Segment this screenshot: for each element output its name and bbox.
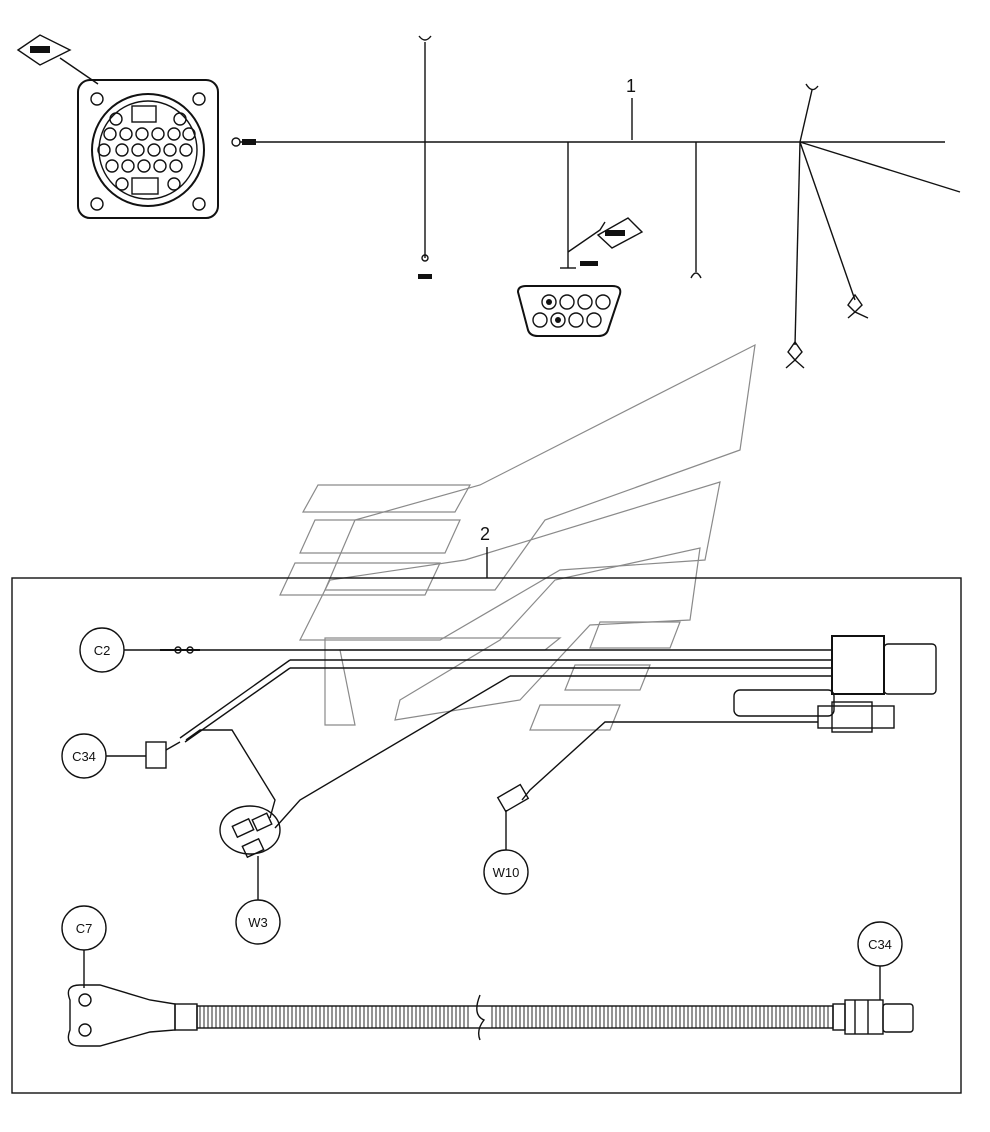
dsub-connector bbox=[516, 285, 622, 337]
svg-text:W3: W3 bbox=[248, 915, 268, 930]
callout-c34-lower: C34 bbox=[857, 921, 903, 967]
callout-c7: C7 bbox=[61, 905, 107, 988]
callout-c2: C2 bbox=[79, 627, 160, 673]
item-number-2: 2 bbox=[480, 524, 490, 544]
svg-text:C7: C7 bbox=[76, 921, 93, 936]
watermark-logo bbox=[279, 343, 756, 731]
callout-w10: W10 bbox=[483, 810, 529, 895]
harness-1: 1 bbox=[16, 34, 961, 369]
callout-w3: W3 bbox=[235, 856, 281, 945]
item-2-frame bbox=[11, 577, 962, 1094]
svg-text:C34: C34 bbox=[868, 937, 892, 952]
item-number-1: 1 bbox=[626, 76, 636, 96]
callout-c34-upper: C34 bbox=[61, 733, 146, 779]
round-connector bbox=[16, 34, 219, 219]
svg-text:W10: W10 bbox=[493, 865, 520, 880]
svg-text:C34: C34 bbox=[72, 749, 96, 764]
svg-text:C2: C2 bbox=[94, 643, 111, 658]
harness-2 bbox=[67, 635, 937, 1047]
